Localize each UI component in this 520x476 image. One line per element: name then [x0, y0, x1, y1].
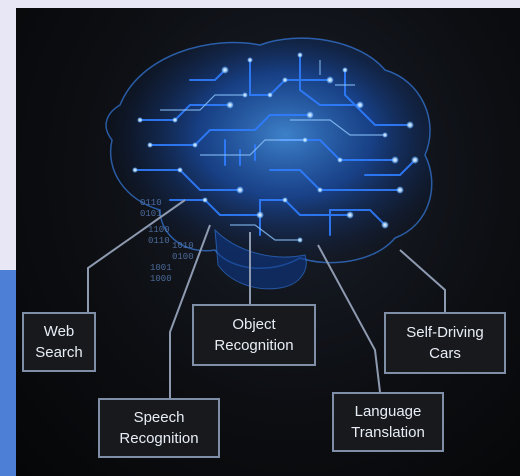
binary-text-4: 1010 [172, 241, 194, 251]
object-recognition-label: Object Recognition [192, 304, 316, 366]
circuit-nodes [132, 52, 419, 243]
web-search-label: Web Search [22, 312, 96, 372]
binary-digits: 0110 0101 1100 0110 1010 0100 1001 1000 [140, 198, 194, 284]
speech-recognition-label: Speech Recognition [98, 398, 220, 458]
language-translation-label: Language Translation [332, 392, 444, 452]
self-driving-cars-label: Self-Driving Cars [384, 312, 506, 374]
brain-cerebellum [214, 228, 307, 290]
connector-web-search [87, 199, 186, 312]
connector-self-driving [399, 249, 446, 312]
binary-text-2: 1100 [148, 225, 170, 235]
binary-text-0: 0110 [140, 198, 162, 208]
binary-text-7: 1000 [150, 274, 172, 284]
connector-lines [87, 199, 446, 398]
binary-text-3: 0110 [148, 236, 170, 246]
circuit-traces-bright [160, 60, 385, 241]
binary-text-6: 1001 [150, 263, 172, 273]
connector-speech [169, 224, 211, 398]
connector-language [317, 244, 381, 393]
binary-text-5: 0100 [172, 252, 194, 262]
binary-text-1: 0101 [140, 209, 162, 219]
